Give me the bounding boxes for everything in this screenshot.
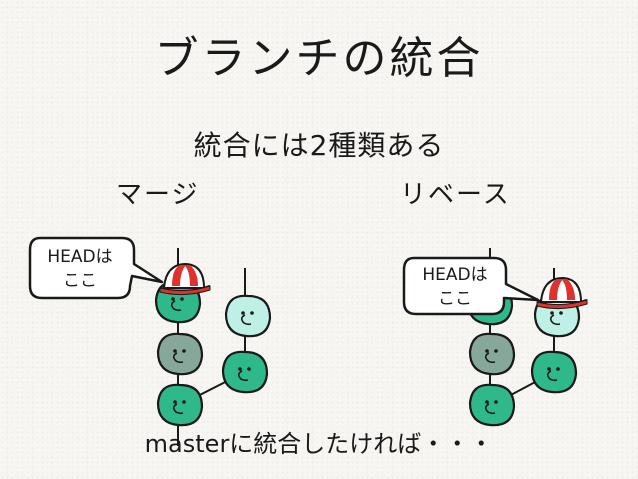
commit-node	[468, 383, 516, 427]
commit-node	[156, 383, 204, 427]
head-cap-icon	[535, 276, 589, 310]
rebase-diagram: HEADは ここ	[402, 248, 589, 427]
merge-diagram: HEADは ここ	[28, 236, 272, 446]
commit-node	[156, 332, 204, 376]
commit-node	[224, 294, 272, 338]
slide-subtitle: 統合には2種類ある	[193, 129, 445, 162]
commit-node	[221, 350, 269, 394]
head-bubble-line1: HEADは	[47, 247, 112, 267]
head-speech-bubble: HEADは ここ	[402, 256, 540, 316]
commit-node	[530, 350, 578, 394]
head-bubble-line2: ここ	[438, 289, 472, 309]
head-bubble-line1: HEADは	[422, 265, 487, 285]
merge-label: マージ	[116, 180, 200, 210]
head-bubble-line2: ここ	[63, 271, 97, 291]
slide-caption: masterに統合したければ・・・	[144, 430, 494, 458]
head-speech-bubble: HEADは ここ	[28, 236, 164, 300]
slide-title: ブランチの統合	[154, 33, 484, 84]
rebase-label: リベース	[400, 180, 511, 210]
head-cap-icon	[158, 262, 212, 296]
commit-node	[468, 332, 516, 376]
